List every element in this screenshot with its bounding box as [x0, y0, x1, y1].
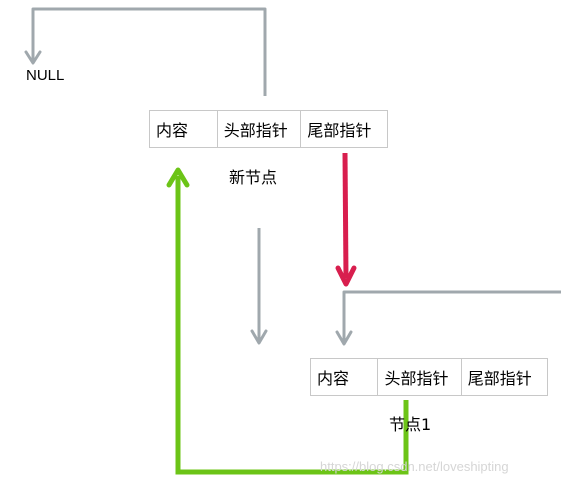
- node1-tail-pointer-cell: 尾部指针: [467, 369, 532, 388]
- incoming-node1-arrowhead: [335, 330, 353, 346]
- tail-pointer-red-arrowhead: [335, 265, 357, 287]
- new-node-table: 内容 头部指针 尾部指针: [149, 110, 388, 148]
- node1-head-pointer-cell: 头部指针: [378, 359, 462, 395]
- node1-head-green-arrowhead: [166, 167, 190, 188]
- new-node-tail-pointer-cell: 尾部指针: [307, 121, 372, 140]
- incoming-node1-connector: [342, 290, 561, 342]
- node1-content-cell: 内容: [311, 359, 379, 395]
- new-node-caption: 新节点: [229, 168, 278, 187]
- node1-table: 内容 头部指针 尾部指针: [310, 358, 548, 396]
- new-node-content-cell: 内容: [150, 111, 218, 147]
- tail-pointer-red-arrow-line: [342, 152, 349, 279]
- node1-caption: 节点1: [389, 415, 432, 434]
- head-to-null-connector: [31, 7, 267, 96]
- middle-down-arrowhead: [250, 329, 268, 345]
- new-node-head-pointer-cell: 头部指针: [218, 111, 302, 147]
- watermark-text: https://blog.csdn.net/loveshipting: [320, 459, 509, 474]
- node1-head-green-connector: [175, 176, 409, 475]
- null-label: NULL: [26, 67, 65, 84]
- null-arrowhead: [24, 50, 42, 65]
